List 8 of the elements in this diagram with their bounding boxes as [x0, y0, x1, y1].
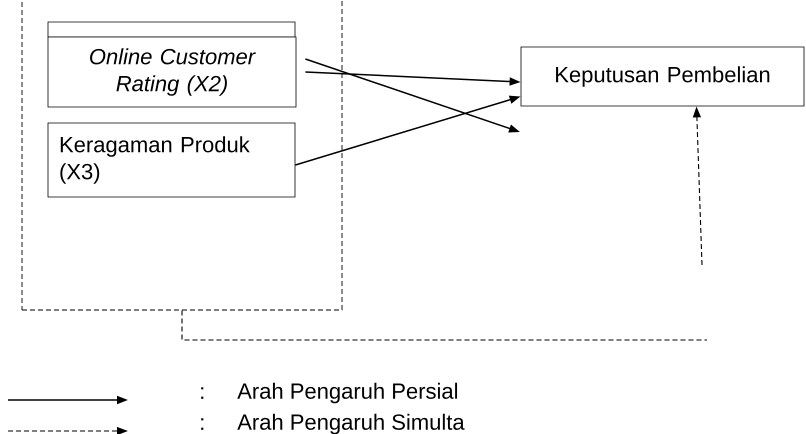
separator-colon: :	[201, 387, 204, 399]
box	[48, 22, 296, 38]
variable-box: Keragaman Produk (X3)	[48, 122, 296, 198]
legend-text: Arah Pengaruh Persial	[237, 382, 458, 404]
variable-box: Keputusan Pembelian	[520, 46, 804, 106]
legend-text: Arah Pengaruh Simulta	[237, 414, 465, 434]
separator-colon: :	[201, 418, 204, 430]
group-frame	[22, 0, 342, 310]
